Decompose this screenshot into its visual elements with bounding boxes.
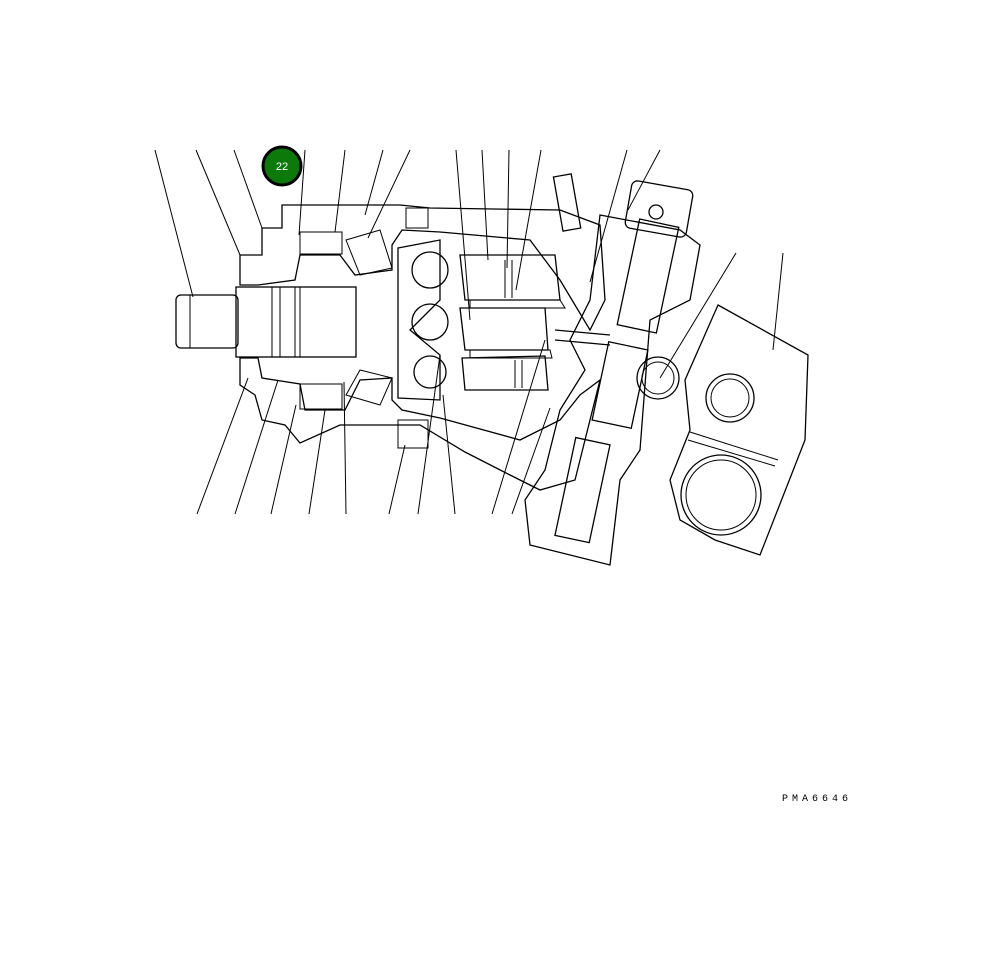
drive-shaft (175, 286, 357, 358)
callout-badge[interactable] (261, 145, 303, 187)
leader-lines-bottom (196, 339, 551, 515)
reference-code: PMA6646 (782, 794, 853, 805)
rear-cover (669, 304, 809, 556)
front-housing (239, 204, 606, 491)
callout-number: 22 (276, 161, 288, 173)
valve-body (524, 173, 701, 566)
callout-22[interactable]: 22 (261, 145, 303, 187)
cylinder-block (397, 239, 566, 401)
leader-lines-top (154, 149, 784, 379)
